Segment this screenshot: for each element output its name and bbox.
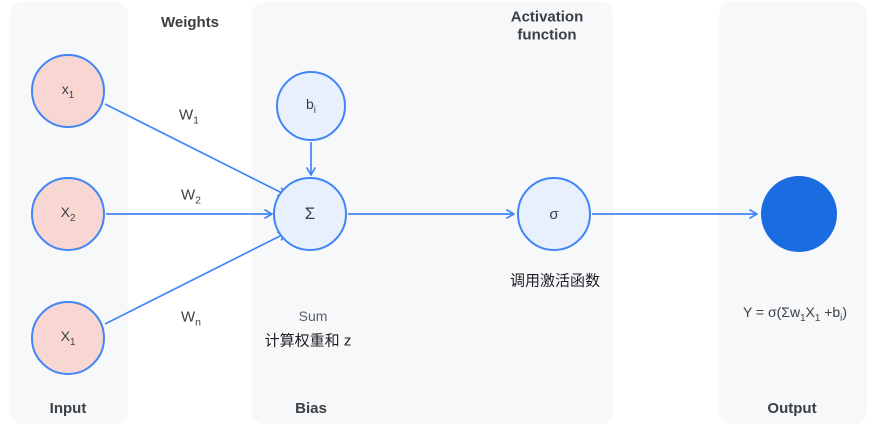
activation-header-line1: Activation xyxy=(510,8,584,26)
input-node-x3: X1 xyxy=(31,301,105,375)
activation-column-header: Activation function xyxy=(511,8,584,43)
activation-node-label: σ xyxy=(549,205,559,223)
input-column-header: Input xyxy=(49,400,87,418)
sum-caption-chinese: 计算权重和 z xyxy=(264,332,352,350)
weights-column-header: Weights xyxy=(160,14,220,32)
weight-label-wn: Wn xyxy=(180,308,202,329)
input-node-x1: x1 xyxy=(31,54,105,128)
bias-node: bi xyxy=(276,71,346,141)
sum-node: Σ xyxy=(273,177,347,251)
weight-label-w2: W2 xyxy=(180,186,202,207)
output-column-header: Output xyxy=(767,400,817,418)
activation-node: σ xyxy=(517,177,591,251)
input-node-x2-label: X2 xyxy=(60,204,76,224)
input-node-x2: X2 xyxy=(31,177,105,251)
activation-header-line2: function xyxy=(517,26,577,43)
output-formula: Y = σ(Σw1X1 +bi) xyxy=(742,304,848,324)
weight-label-w1: W1 xyxy=(178,106,200,127)
activation-caption-chinese: 调用激活函数 xyxy=(509,272,601,290)
bias-column-header: Bias xyxy=(295,400,327,418)
bias-node-label: bi xyxy=(306,96,316,116)
sum-node-label: Σ xyxy=(304,204,316,223)
sum-caption: Sum xyxy=(298,308,328,324)
input-node-x1-label: x1 xyxy=(61,81,75,101)
output-node xyxy=(761,176,837,252)
input-node-x3-label: X1 xyxy=(60,328,76,348)
